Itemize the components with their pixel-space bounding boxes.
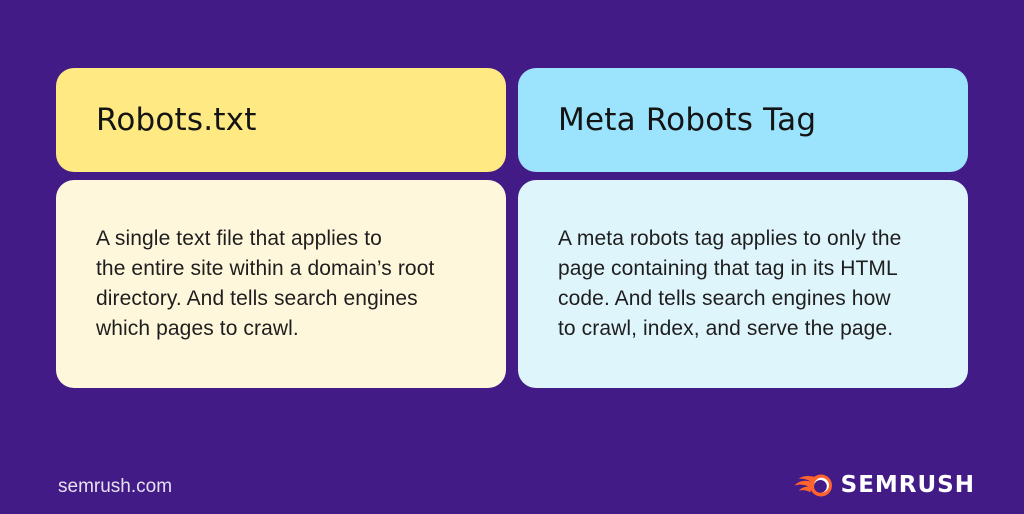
meta-robots-tag-title: Meta Robots Tag	[558, 102, 817, 138]
meta-robots-tag-header-card: Meta Robots Tag	[518, 68, 968, 172]
semrush-logo-text: SEMRUSH	[840, 472, 975, 498]
meta-robots-tag-description-card: A meta robots tag applies to only the pa…	[518, 180, 968, 388]
semrush-logo: SEMRUSH	[794, 470, 975, 500]
comparison-grid: Robots.txt Meta Robots Tag A single text…	[56, 68, 968, 388]
robots-txt-description-card: A single text file that applies to the e…	[56, 180, 506, 388]
robots-txt-header-card: Robots.txt	[56, 68, 506, 172]
robots-txt-description: A single text file that applies to the e…	[96, 227, 435, 340]
website-url: semrush.com	[58, 476, 173, 497]
meta-robots-tag-description: A meta robots tag applies to only the pa…	[558, 227, 902, 340]
robots-txt-title: Robots.txt	[96, 102, 257, 138]
semrush-comet-icon	[794, 474, 832, 497]
